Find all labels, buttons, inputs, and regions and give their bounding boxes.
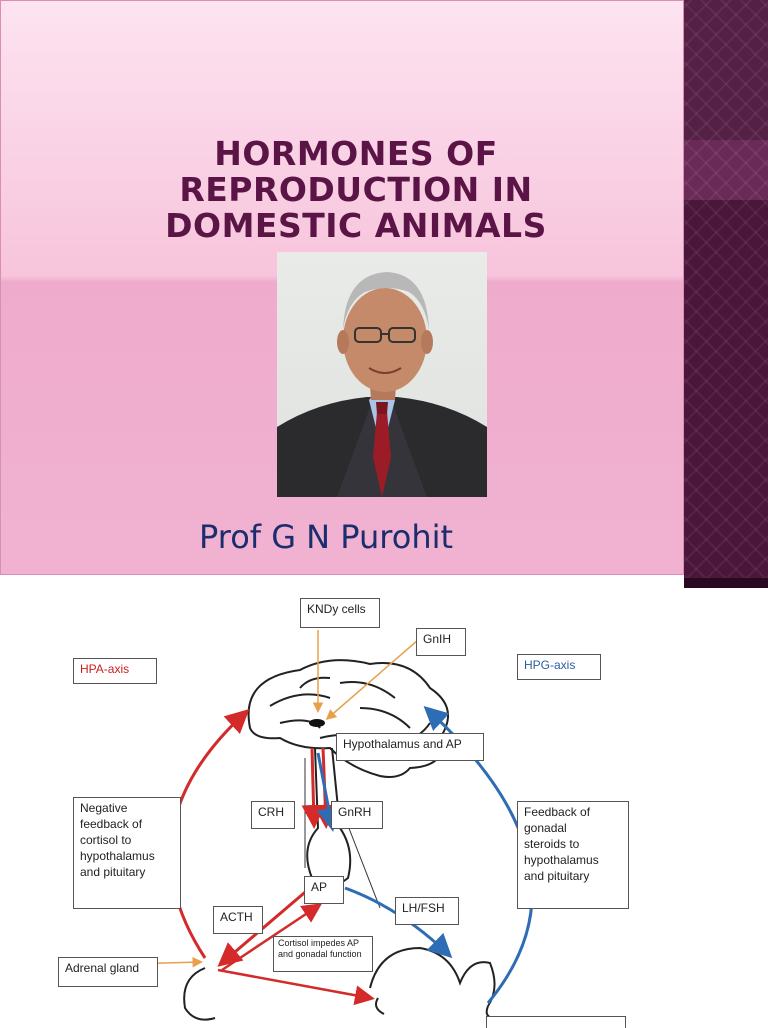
gnrh-label: GnRH (331, 801, 383, 829)
kndy-cells-label: KNDy cells (300, 598, 380, 628)
hpg-axis-label: HPG-axis (517, 654, 601, 680)
crh-label: CRH (251, 801, 295, 829)
gonadal-feedback-line: hypothalamus (524, 853, 599, 867)
author-photo (277, 252, 487, 497)
negative-feedback-line: feedback of (80, 817, 143, 831)
hpa-axis-label: HPA-axis (73, 658, 157, 684)
gonadal-feedback-line: gonadal (524, 821, 567, 835)
hypothalamus-label: Hypothalamus and AP (336, 733, 484, 761)
negative-feedback-line: and pituitary (80, 865, 146, 879)
negative-feedback-label: Negative feedback of cortisol to hypotha… (73, 797, 181, 909)
acth-label: ACTH (213, 906, 263, 934)
gonadal-feedback-line: Feedback of (524, 805, 591, 819)
title-line-1: HORMONES OF (214, 134, 498, 173)
title-line-2: REPRODUCTION IN (179, 170, 533, 209)
gonadal-feedback-line: steroids to (524, 837, 580, 851)
cropped-label-box (486, 1016, 626, 1028)
cortisol-note-line: Cortisol impedes AP (278, 938, 360, 948)
negative-feedback-line: Negative (80, 801, 128, 815)
decorative-sidebar (684, 0, 768, 588)
title-slide: HORMONES OF REPRODUCTION IN DOMESTIC ANI… (0, 0, 684, 575)
ap-label: AP (304, 876, 344, 904)
slide-title: HORMONES OF REPRODUCTION IN DOMESTIC ANI… (121, 136, 591, 244)
title-line-3: DOMESTIC ANIMALS (165, 206, 547, 245)
cortisol-note-line: and gonadal function (278, 949, 362, 959)
negative-feedback-line: cortisol to (80, 833, 132, 847)
gonadal-feedback-line: and pituitary (524, 869, 590, 883)
gonadal-feedback-label: Feedback of gonadal steroids to hypothal… (517, 801, 629, 909)
gnih-label: GnIH (416, 628, 466, 656)
lh-fsh-label: LH/FSH (395, 897, 459, 925)
negative-feedback-line: hypothalamus (80, 849, 155, 863)
adrenal-gland-label: Adrenal gland (58, 957, 158, 987)
cortisol-note: Cortisol impedes AP and gonadal function (273, 936, 373, 972)
hormone-axis-diagram: KNDy cells GnIH HPA-axis HPG-axis Hypoth… (0, 588, 768, 1028)
author-name: Prof G N Purohit (199, 518, 454, 556)
